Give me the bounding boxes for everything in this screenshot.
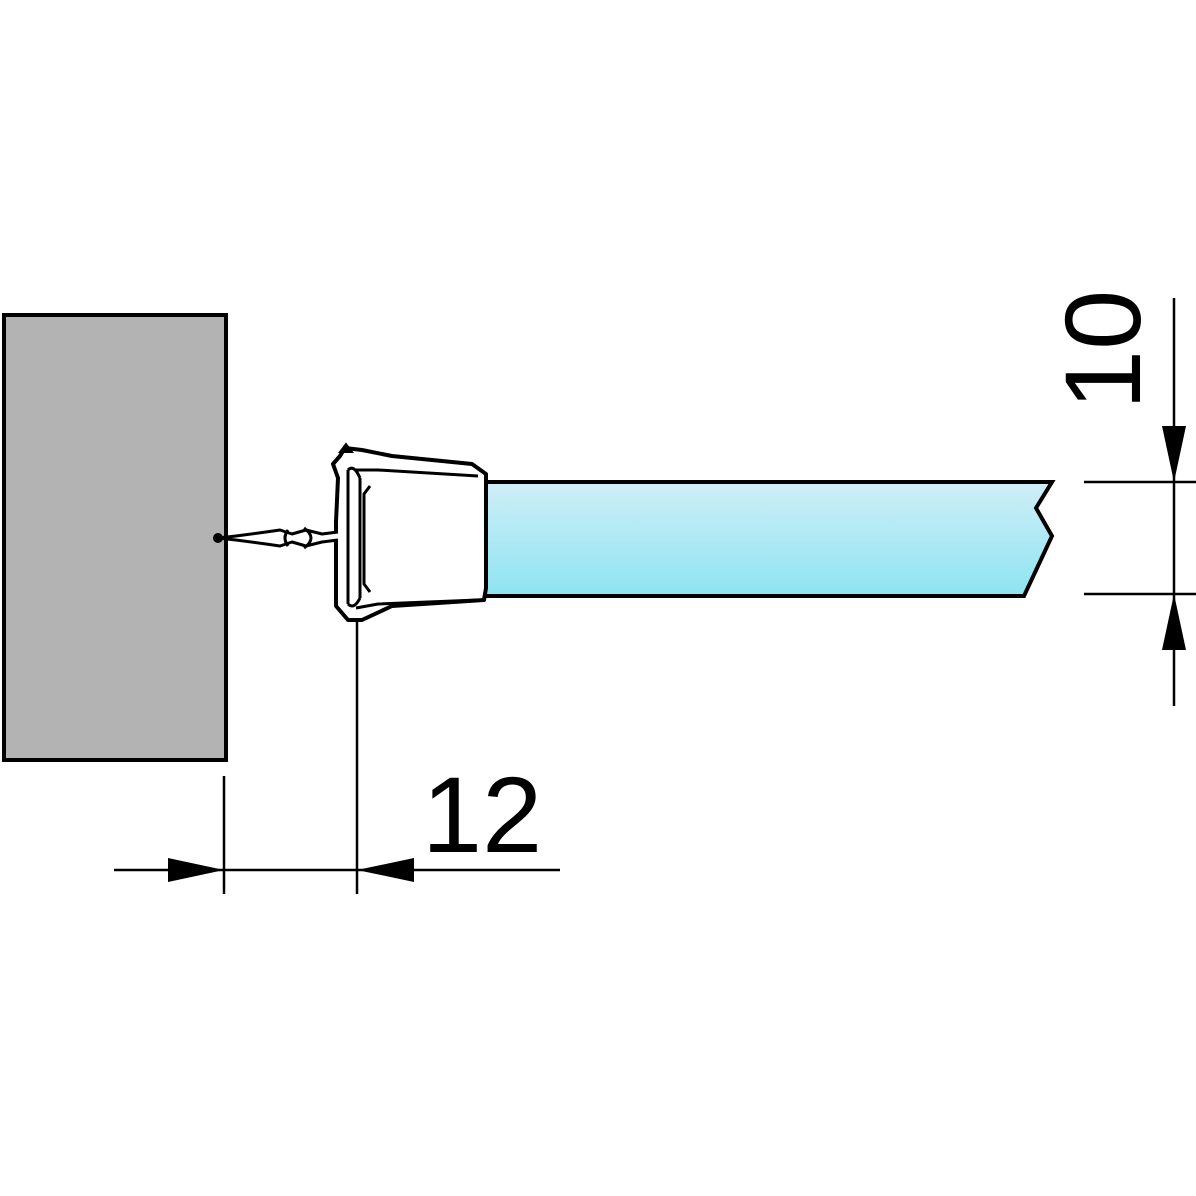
seal-fin-bulb-right [303, 526, 313, 550]
seal-inner-lip [362, 485, 372, 593]
seal-fin-bulb-left [283, 529, 290, 547]
dimension-thickness-label: 10 [1042, 290, 1163, 410]
seal-inner-channel [346, 466, 362, 608]
seal-bottom-lip [355, 598, 479, 610]
seal-top-nub [338, 442, 354, 453]
arrowhead-gap-left [168, 858, 224, 882]
arrowhead-thickness-top [1162, 426, 1186, 482]
dimension-thickness: 10 [1042, 290, 1196, 706]
seal-fin-outline [216, 528, 339, 548]
seal-fin [213, 526, 339, 550]
dimension-gap-label: 12 [422, 754, 542, 875]
dimension-gap: 12 [114, 620, 560, 894]
arrowhead-gap-right [357, 858, 414, 882]
seal-top-lip [356, 468, 479, 478]
wall-block [2, 313, 228, 762]
arrowhead-thickness-bottom [1162, 594, 1186, 650]
seal-fin-tip [213, 533, 223, 543]
seal-outer [331, 446, 488, 622]
seal-profile [331, 442, 488, 622]
